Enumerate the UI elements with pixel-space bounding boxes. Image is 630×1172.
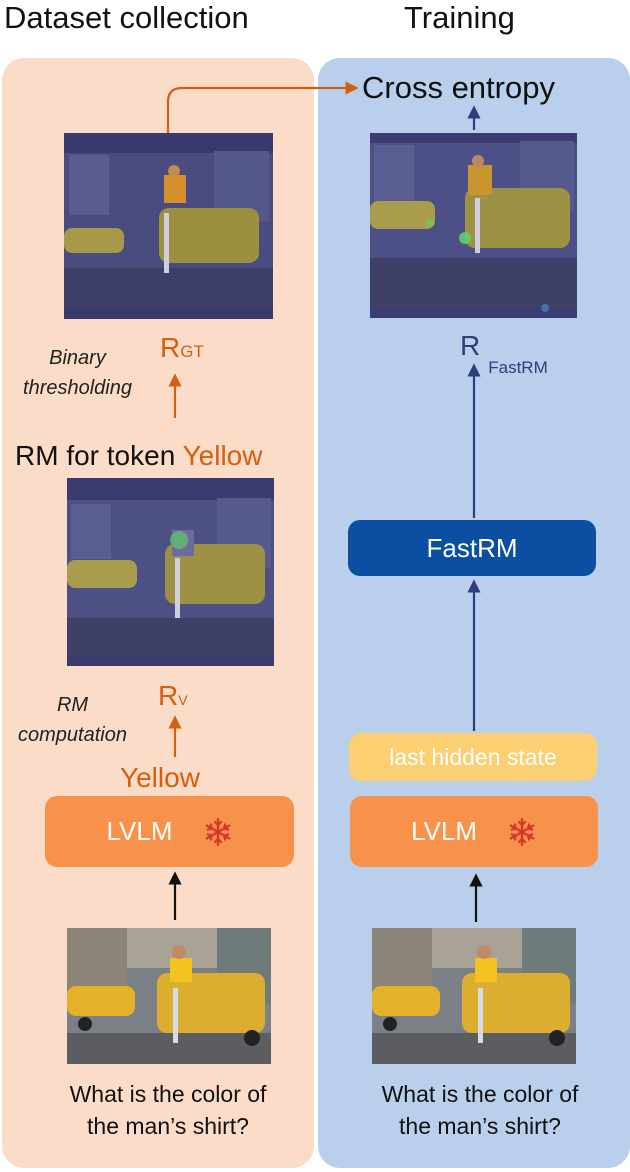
input-image-left [67, 928, 271, 1064]
rv-label: RV [158, 680, 188, 712]
rm-computation-line2: computation [18, 724, 127, 746]
rv-base: R [158, 680, 179, 711]
rm-title-token: Yellow [182, 440, 263, 471]
snowflake-icon [203, 817, 233, 847]
fastrm-box: FastRM [348, 520, 596, 576]
r-fastrm-label: R FastRM [460, 330, 548, 377]
input-image-right [372, 928, 576, 1064]
rm-computation-label: RM computation [0, 690, 145, 750]
binary-thresholding-label: Binary thresholding [10, 343, 145, 403]
last-hidden-state-box: last hidden state [349, 733, 597, 781]
binary-thresholding-line1: Binary [49, 347, 106, 369]
r-fastrm-subscript: FastRM [488, 358, 548, 377]
rgt-base: R [160, 332, 181, 363]
r-fastrm-base: R [460, 330, 481, 361]
lvlm-box-left: LVLM [45, 796, 294, 867]
ground-truth-map-image [64, 133, 273, 319]
cross-entropy-label: Cross entropy [362, 70, 555, 105]
lvlm-box-right: LVLM [350, 796, 598, 867]
question-left-line2: the man’s shirt? [87, 1113, 249, 1139]
rm-computation-line1: RM [56, 694, 89, 716]
rm-title-prefix: RM for token [15, 440, 183, 471]
rv-subscript: V [178, 692, 188, 708]
training-heading: Training [404, 0, 515, 35]
lvlm-label-right: LVLM [411, 816, 477, 846]
question-right: What is the color of the man’s shirt? [320, 1078, 630, 1142]
rgt-label: RGT [160, 332, 204, 364]
question-right-line2: the man’s shirt? [399, 1113, 561, 1139]
question-left-line1: What is the color of [69, 1081, 267, 1107]
dataset-collection-heading: Dataset collection [4, 0, 249, 35]
rm-for-token-title: RM for token Yellow [15, 440, 262, 472]
snowflake-icon [507, 817, 537, 847]
binary-thresholding-line2: thresholding [23, 377, 132, 399]
output-token-label: Yellow [120, 762, 200, 793]
rgt-subscript: GT [180, 342, 204, 361]
question-left: What is the color of the man’s shirt? [8, 1078, 328, 1142]
predicted-map-image [370, 133, 577, 318]
question-right-line1: What is the color of [381, 1081, 579, 1107]
relevancy-map-image [67, 478, 274, 666]
lvlm-label-left: LVLM [106, 816, 173, 846]
